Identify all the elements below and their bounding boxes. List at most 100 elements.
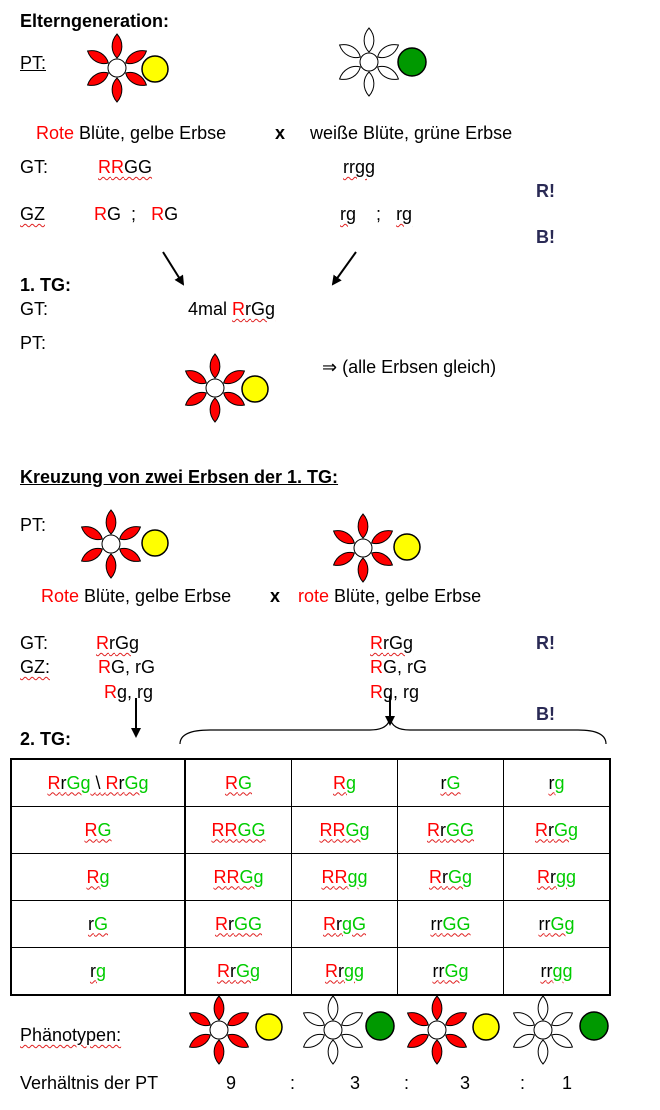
flower-center xyxy=(209,1020,229,1040)
petal xyxy=(111,77,123,103)
flower-center xyxy=(101,534,121,554)
punnett-cell: RrGG xyxy=(397,806,504,854)
petal xyxy=(445,1012,468,1027)
petal xyxy=(80,526,103,541)
petal xyxy=(213,995,225,1021)
petal xyxy=(341,1012,364,1027)
tg1-title: 1. TG: xyxy=(20,275,72,295)
genotype-left: RRGG xyxy=(98,157,153,177)
cross2-title: Kreuzung von zwei Erbsen der 1. TG: xyxy=(20,467,339,487)
punnett-cell: rrgg xyxy=(503,947,611,996)
b-note: B! xyxy=(536,227,555,247)
petal xyxy=(105,509,117,535)
petal xyxy=(551,1012,574,1027)
flower-center xyxy=(107,58,127,78)
punnett-square: RrGg \ RrGg RG Rg rG rg RG RRGG RRGg RrG… xyxy=(10,758,611,996)
gt-label: GT: xyxy=(20,157,49,177)
ratio-value: 3 xyxy=(350,1073,361,1093)
red-flower-icon xyxy=(80,509,142,579)
yellow-pea-icon xyxy=(393,533,421,561)
petal xyxy=(537,1039,549,1065)
column-header: RG xyxy=(184,758,292,807)
section-title-p-generation: Elterngeneration: xyxy=(20,11,170,31)
petal xyxy=(431,1039,443,1065)
petal xyxy=(184,391,207,406)
cross2-genotype-right: RrGg xyxy=(370,633,414,653)
punnett-cell: RrGG xyxy=(184,900,292,948)
row-header: rg xyxy=(10,947,186,996)
white-flower-icon xyxy=(512,995,574,1065)
petal xyxy=(209,353,221,379)
punnett-cell: RRgg xyxy=(291,853,398,901)
petal xyxy=(223,391,246,406)
ratio-value: 3 xyxy=(460,1073,471,1093)
petal xyxy=(512,1033,535,1048)
flower-center xyxy=(359,52,379,72)
cross2-phenotype-left: Rote Blüte, gelbe Erbse xyxy=(41,586,232,606)
green-pea-icon xyxy=(397,47,427,77)
petal xyxy=(431,995,443,1021)
petal xyxy=(188,1012,211,1027)
punnett-cell: Rrgg xyxy=(503,853,611,901)
flower-center xyxy=(323,1020,343,1040)
petal xyxy=(357,557,369,583)
cross2-phenotype-right: rote Blüte, gelbe Erbse xyxy=(298,586,482,606)
petal xyxy=(302,1033,325,1048)
petal xyxy=(119,547,142,562)
red-flower-icon xyxy=(188,995,250,1065)
r-note: R! xyxy=(536,181,555,201)
tg1-pt-label: PT: xyxy=(20,333,47,353)
red-flower-icon xyxy=(406,995,468,1065)
green-pea-icon xyxy=(365,1011,395,1041)
column-header: rg xyxy=(503,758,611,807)
white-flower-icon xyxy=(302,995,364,1065)
red-flower-icon xyxy=(86,33,148,103)
petal xyxy=(363,71,375,97)
tg1-gt-label: GT: xyxy=(20,299,49,319)
arrow-down-left xyxy=(331,251,357,286)
yellow-pea-icon xyxy=(472,1013,500,1041)
punnett-cell: RrGg xyxy=(503,806,611,854)
ratio-separator: : xyxy=(404,1073,410,1093)
petal xyxy=(551,1033,574,1048)
cross2-pt-label: PT: xyxy=(20,515,47,535)
petal xyxy=(377,44,400,59)
petal xyxy=(125,71,148,86)
column-header: Rg xyxy=(291,758,398,807)
white-flower-icon xyxy=(338,27,400,97)
red-flower-icon xyxy=(332,513,394,583)
petal xyxy=(188,1033,211,1048)
cross2-cross-symbol: x xyxy=(270,586,281,606)
ratio-separator: : xyxy=(290,1073,296,1093)
arrow-down-right xyxy=(162,251,185,286)
flower-center xyxy=(427,1020,447,1040)
cross2-gz-label: GZ: xyxy=(20,657,50,677)
ratio-value: 9 xyxy=(226,1073,237,1093)
cross2-gametes-right-1: RG, rG xyxy=(370,657,428,677)
row-header: Rg xyxy=(10,853,186,901)
petal xyxy=(332,551,355,566)
flower-center xyxy=(205,378,225,398)
petal xyxy=(125,50,148,65)
yellow-pea-icon xyxy=(255,1013,283,1041)
petal xyxy=(371,551,394,566)
petal xyxy=(223,370,246,385)
petal xyxy=(105,553,117,579)
punnett-cell: RRGg xyxy=(184,853,292,901)
yellow-pea-icon xyxy=(141,55,169,83)
phenotypes-label: Phänotypen: xyxy=(20,1025,122,1045)
row-header: rG xyxy=(10,900,186,948)
punnett-corner: RrGg \ RrGg xyxy=(10,758,186,807)
petal xyxy=(338,65,361,80)
gz-label: GZ xyxy=(20,204,45,224)
petal xyxy=(512,1012,535,1027)
cross2-gt-label: GT: xyxy=(20,633,49,653)
cross2-b-note: B! xyxy=(536,704,555,724)
cross-symbol: x xyxy=(275,123,286,143)
cross2-gametes-left-1: RG, rG xyxy=(98,657,156,677)
petal xyxy=(86,50,109,65)
yellow-pea-icon xyxy=(241,375,269,403)
cross2-gametes-left-2: Rg, rg xyxy=(104,682,154,702)
phenotype-left: Rote Blüte, gelbe Erbse xyxy=(36,123,227,143)
yellow-pea-icon xyxy=(141,529,169,557)
